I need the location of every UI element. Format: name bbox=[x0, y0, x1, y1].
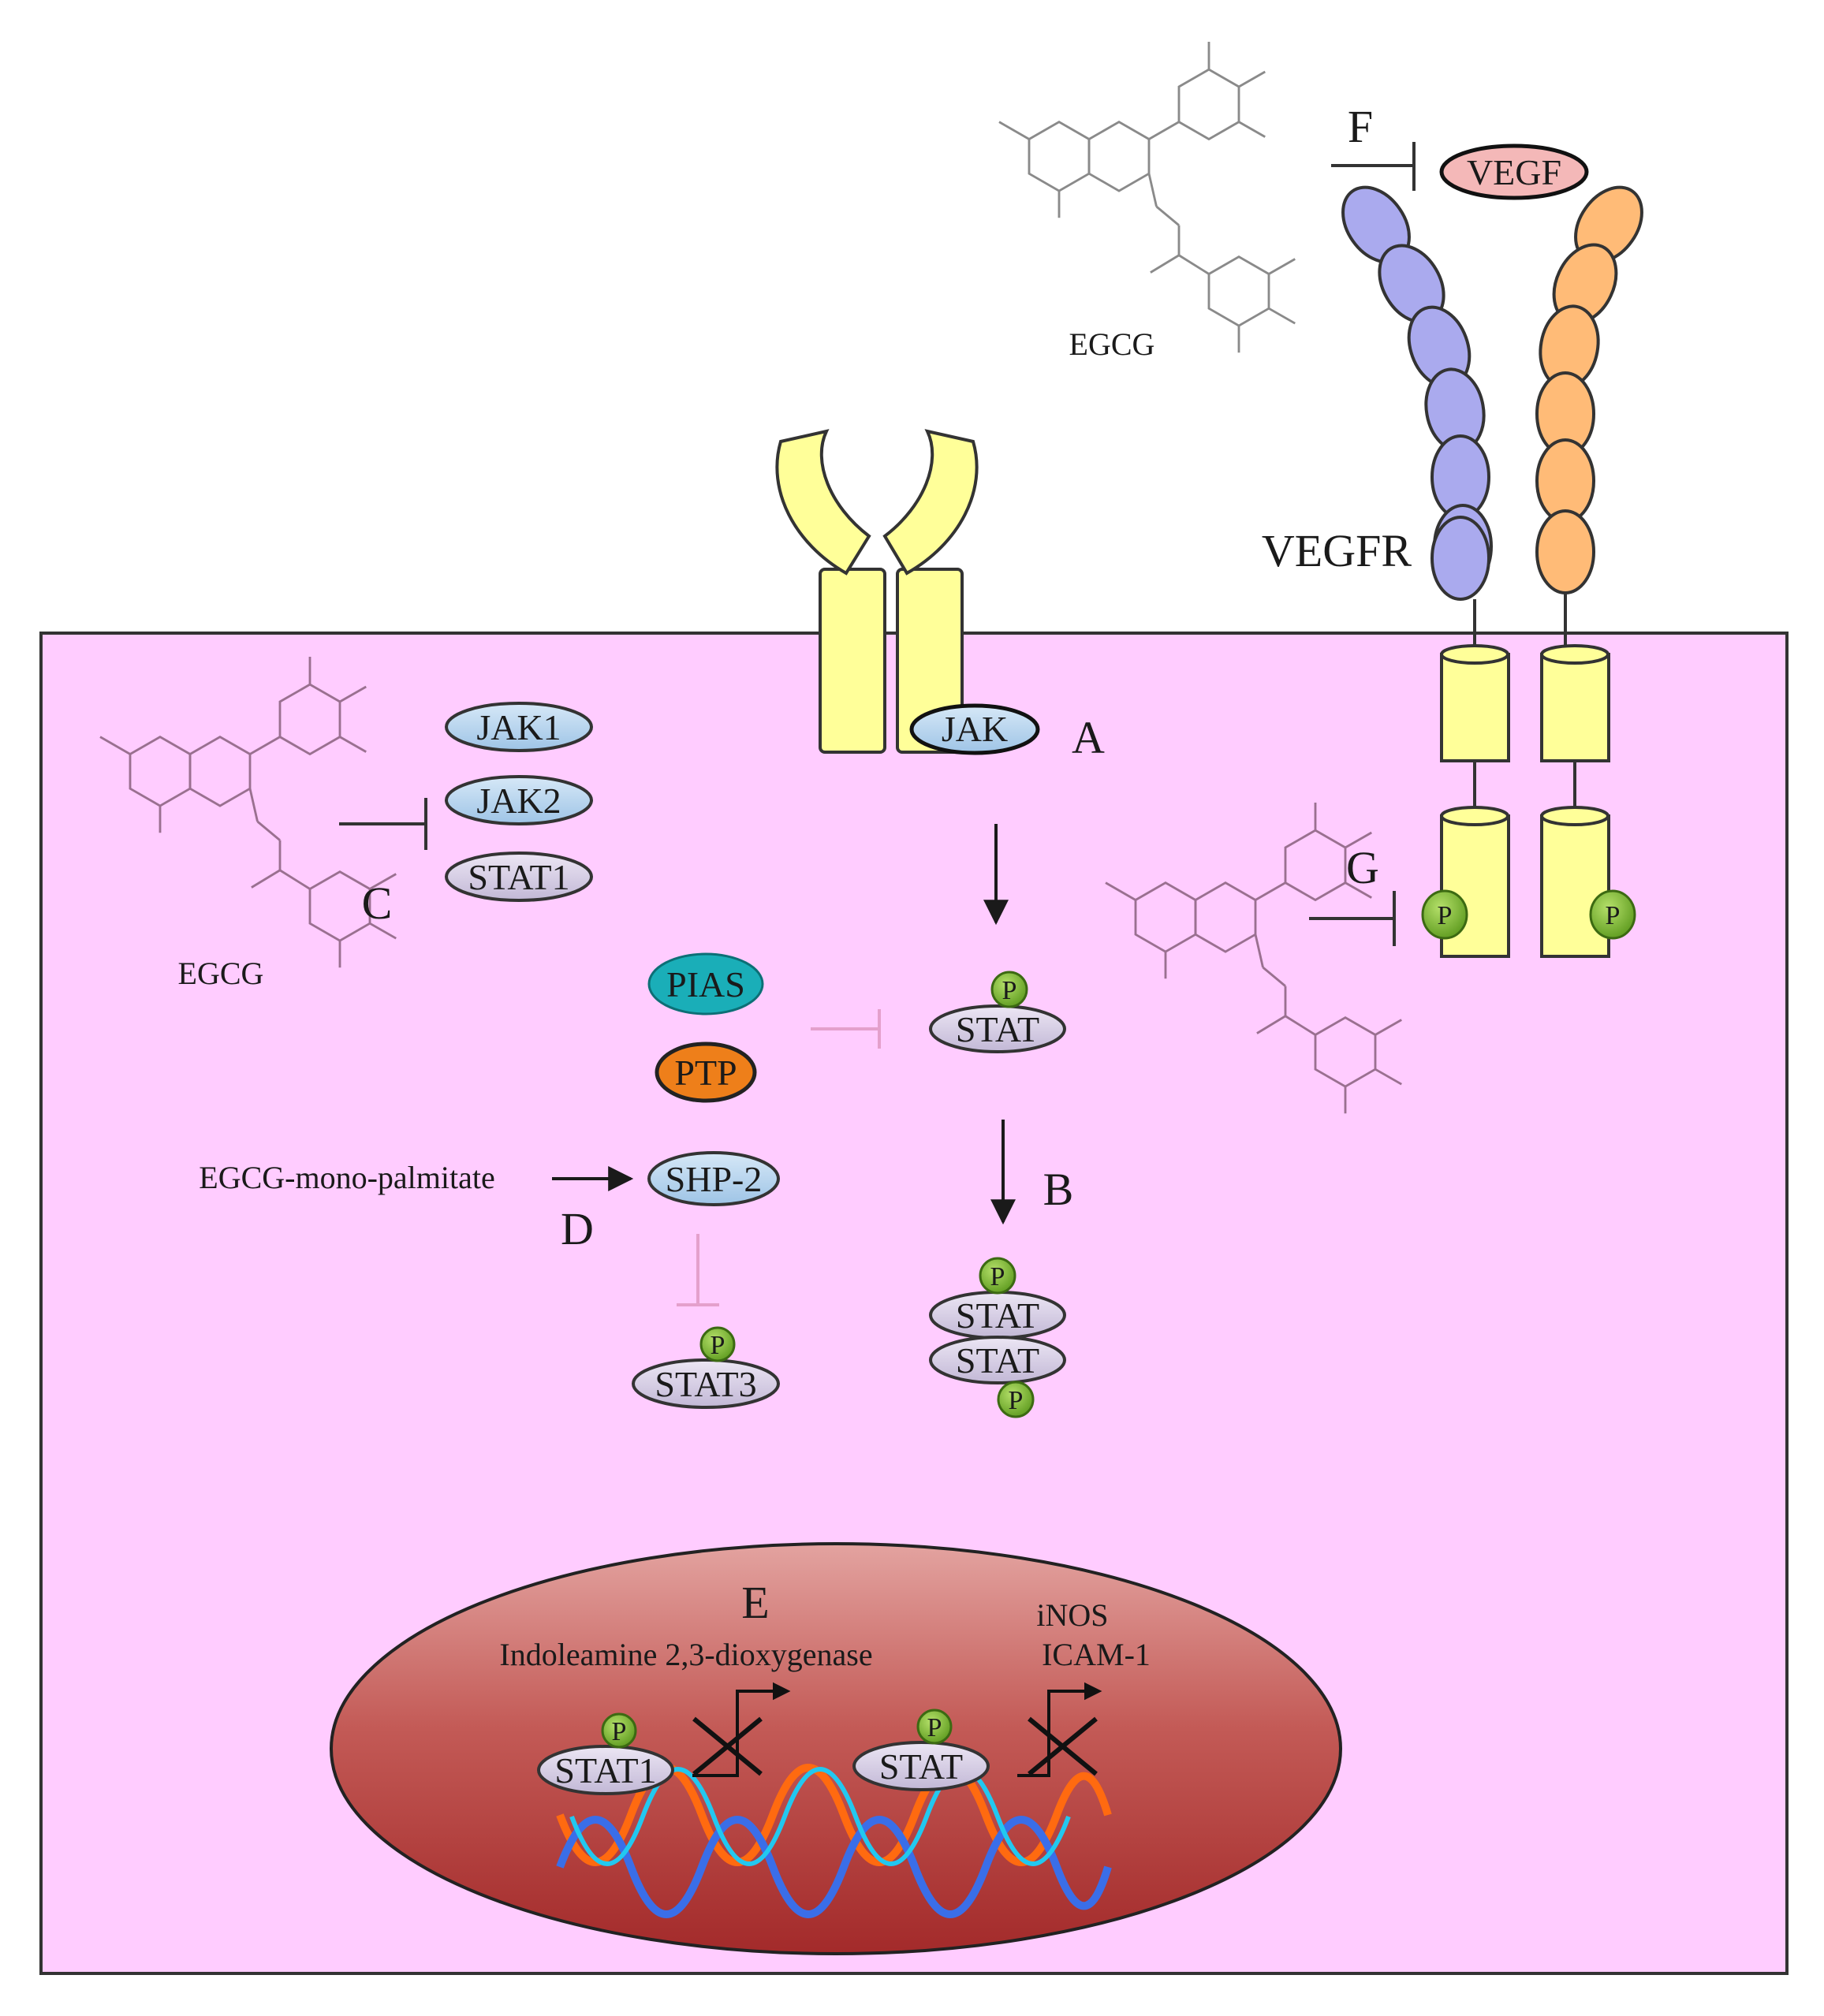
label-g: G bbox=[1346, 842, 1379, 893]
svg-text:P: P bbox=[1606, 901, 1621, 930]
label-f: F bbox=[1348, 101, 1373, 152]
nucleus bbox=[330, 1542, 1342, 1955]
stat-dimer: STAT STAT P P bbox=[929, 1257, 1066, 1418]
svg-text:VEGF: VEGF bbox=[1467, 152, 1561, 192]
stat1-protein: STAT1 bbox=[445, 851, 593, 902]
label-a: A bbox=[1072, 712, 1105, 763]
label-e: E bbox=[741, 1577, 769, 1628]
label-ido: Indoleamine 2,3-dioxygenase bbox=[499, 1637, 872, 1672]
svg-text:PIAS: PIAS bbox=[666, 964, 745, 1004]
vegfr-phosphate-right: P bbox=[1589, 889, 1636, 940]
svg-text:P: P bbox=[1002, 976, 1017, 1005]
ptp-protein: PTP bbox=[655, 1042, 757, 1103]
vegfr-left-chain bbox=[1341, 185, 1493, 601]
stat1-nucleus: STAT1 P bbox=[537, 1712, 674, 1795]
label-egcg-top: EGCG bbox=[1069, 326, 1155, 362]
svg-text:P: P bbox=[990, 1262, 1005, 1291]
jak2-protein: JAK2 bbox=[445, 775, 593, 825]
svg-text:STAT: STAT bbox=[956, 1009, 1039, 1049]
label-b: B bbox=[1043, 1164, 1074, 1215]
stat-phospho: STAT P bbox=[929, 971, 1066, 1053]
label-egcg-mono-palmitate: EGCG-mono-palmitate bbox=[199, 1160, 494, 1195]
label-egcg-left: EGCG bbox=[178, 956, 264, 991]
vegf-ligand: VEGF bbox=[1439, 143, 1589, 200]
svg-text:PTP: PTP bbox=[674, 1053, 737, 1093]
svg-text:JAK: JAK bbox=[942, 709, 1008, 749]
svg-text:JAK2: JAK2 bbox=[476, 781, 561, 821]
label-icam1: ICAM-1 bbox=[1042, 1637, 1151, 1672]
svg-text:P: P bbox=[1009, 1386, 1024, 1415]
svg-text:STAT1: STAT1 bbox=[468, 857, 569, 897]
cytokine-receptor bbox=[775, 429, 979, 754]
svg-text:P: P bbox=[711, 1331, 725, 1360]
jak-protein: JAK bbox=[909, 703, 1040, 755]
label-vegfr: VEGFR bbox=[1262, 525, 1412, 576]
svg-text:STAT: STAT bbox=[879, 1746, 963, 1787]
x-block-icon-ido bbox=[692, 1716, 763, 1776]
inhibit-vegf-f bbox=[1331, 142, 1416, 191]
svg-text:SHP-2: SHP-2 bbox=[666, 1159, 763, 1199]
svg-text:STAT: STAT bbox=[956, 1340, 1039, 1381]
label-d: D bbox=[561, 1203, 594, 1254]
pias-protein: PIAS bbox=[647, 952, 764, 1015]
x-block-icon-inos bbox=[1028, 1716, 1098, 1776]
inhibit-stat-by-pias-ptp bbox=[811, 1009, 881, 1049]
label-inos: iNOS bbox=[1036, 1597, 1108, 1633]
svg-text:STAT3: STAT3 bbox=[655, 1364, 756, 1404]
label-c: C bbox=[362, 878, 393, 929]
jak1-protein: JAK1 bbox=[445, 702, 593, 752]
stat-nucleus: STAT P bbox=[852, 1709, 990, 1791]
transcription-arrow-ido bbox=[692, 1682, 791, 1777]
svg-text:P: P bbox=[1438, 901, 1453, 930]
vegfr-right-chain bbox=[1535, 185, 1643, 594]
svg-text:P: P bbox=[612, 1717, 627, 1746]
vegfr-phosphate-left: P bbox=[1421, 889, 1468, 940]
shp2-protein: SHP-2 bbox=[647, 1151, 780, 1206]
inhibit-c bbox=[339, 798, 427, 850]
stat3-phospho: STAT3 P bbox=[632, 1326, 780, 1409]
inhibit-vegfr-g bbox=[1309, 891, 1396, 946]
inhibit-stat3 bbox=[677, 1234, 719, 1306]
svg-text:JAK1: JAK1 bbox=[476, 707, 561, 747]
egcg-molecule-icon-top bbox=[998, 40, 1296, 354]
svg-text:STAT: STAT bbox=[956, 1295, 1039, 1336]
svg-text:P: P bbox=[927, 1713, 942, 1742]
svg-text:STAT1: STAT1 bbox=[554, 1750, 656, 1791]
